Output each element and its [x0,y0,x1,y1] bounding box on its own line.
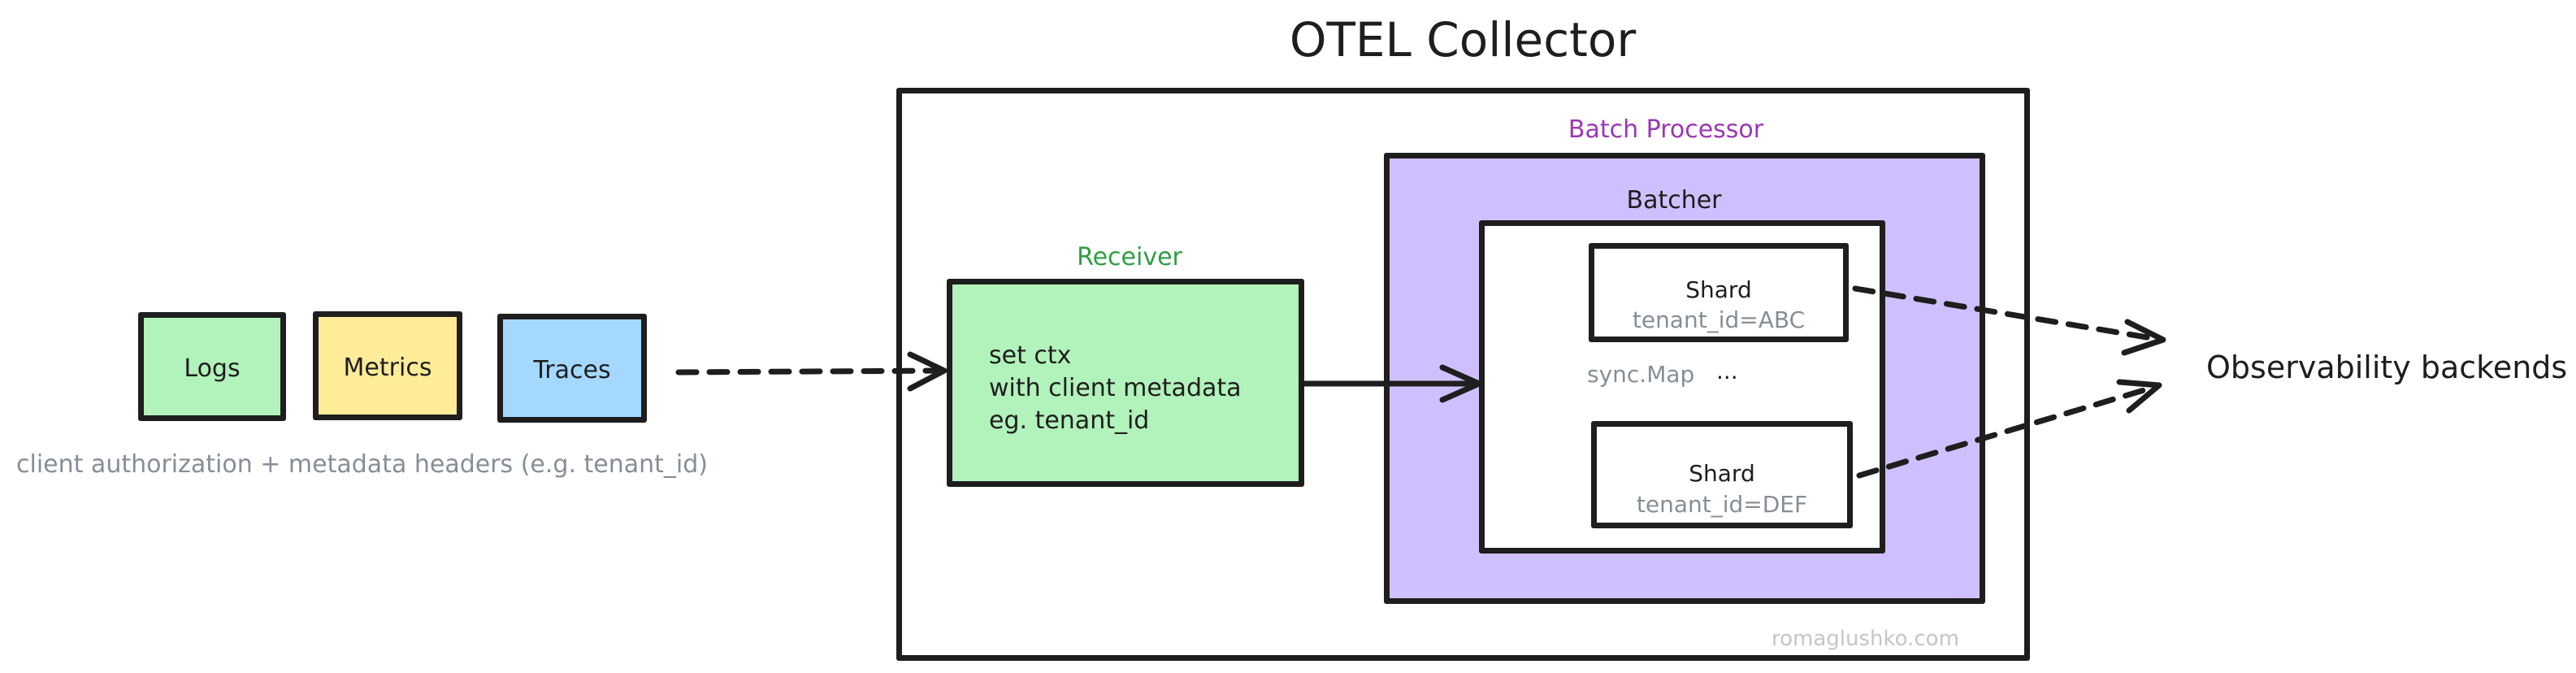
receiver-label: Receiver [1077,243,1182,271]
arrowhead-backends-2 [2116,379,2162,414]
shard-ellipsis: ... [1716,358,1738,384]
shard-def-label: Shard [1689,460,1755,487]
receiver-line-3: eg. tenant_id [989,406,1150,435]
source-logs: Logs [138,312,286,421]
destination-label: Observability backends [2206,350,2568,385]
sources-caption: client authorization + metadata headers … [16,450,709,479]
shard-def-tenant: tenant_id=DEF [1636,491,1808,518]
arrow-shard-abc-to-backends [1852,285,2165,343]
receiver-box: set ctx with client metadata eg. tenant_… [947,279,1304,487]
receiver-line-2: with client metadata [989,374,1242,402]
arrow-sources-to-receiver [675,367,946,376]
arrowhead-receiver [907,351,948,392]
source-traces-label: Traces [533,356,611,384]
shard-abc-label: Shard [1685,276,1752,303]
shard-def: Shard tenant_id=DEF [1591,421,1853,528]
shard-abc-tenant: tenant_id=ABC [1632,306,1806,333]
source-logs-label: Logs [184,354,241,383]
shard-abc: Shard tenant_id=ABC [1589,243,1849,342]
watermark: romaglushko.com [1772,627,1959,651]
arrowhead-backends-1 [2121,319,2166,356]
arrowhead-batcher [1439,364,1482,403]
batch-processor-label: Batch Processor [1568,115,1764,144]
source-traces: Traces [497,314,647,423]
source-metrics: Metrics [313,311,462,420]
source-metrics-label: Metrics [343,354,432,382]
sync-map-label: sync.Map [1587,361,1695,388]
batcher-label: Batcher [1626,186,1722,215]
arrow-shard-def-to-backends [1856,383,2161,479]
diagram-title: OTEL Collector [1289,12,1637,67]
receiver-line-1: set ctx [989,341,1072,370]
